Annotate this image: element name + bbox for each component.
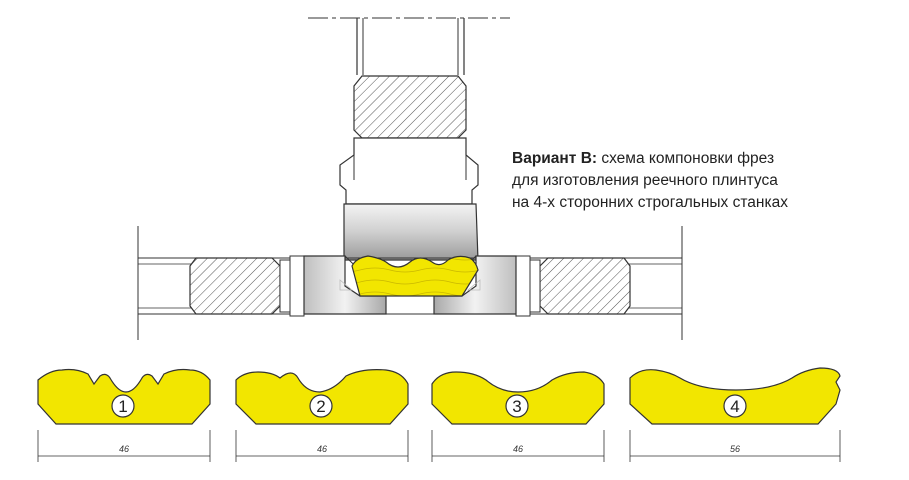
caption-line-3: на 4-х сторонних строгальных станках (512, 194, 788, 211)
caption-title: Вариант В: (512, 150, 598, 167)
profile-3-number: 3 (512, 397, 521, 416)
right-hub (515, 255, 631, 317)
left-hub (189, 255, 305, 317)
profile-3: 3 46 (431, 371, 605, 462)
profile-1: 1 46 (37, 368, 211, 462)
profile-2-number: 2 (316, 397, 325, 416)
profile-3-width: 46 (513, 444, 523, 454)
profile-4-number: 4 (730, 397, 739, 416)
caption-line-1-text: схема компоновки фрез (597, 150, 775, 167)
profile-1-number: 1 (118, 397, 127, 416)
diagram-caption: Вариант В: схема компоновки фрез для изг… (512, 148, 842, 214)
top-spindle (308, 17, 510, 261)
profile-2-width: 46 (317, 444, 327, 454)
profile-4: 4 56 (629, 367, 841, 462)
profile-4-width: 56 (730, 444, 740, 454)
workpiece (351, 255, 479, 297)
profile-2: 2 46 (235, 369, 409, 462)
caption-line-2: для изготовления реечного плинтуса (512, 172, 778, 189)
profile-1-width: 46 (119, 444, 129, 454)
caption-line-1: Вариант В: схема компоновки фрез (512, 148, 842, 170)
